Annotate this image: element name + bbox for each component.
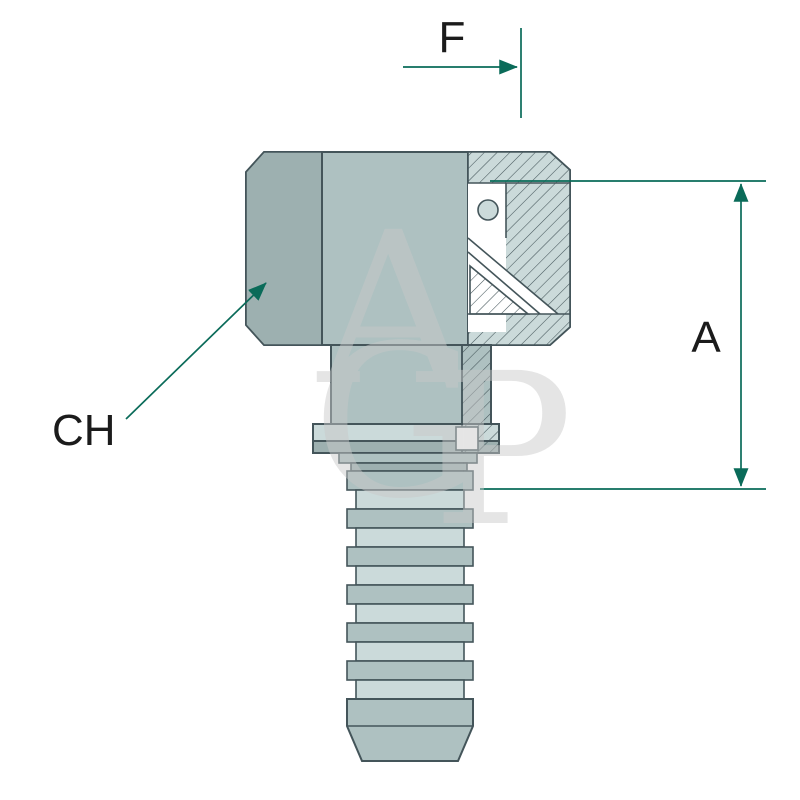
barb-groove — [355, 489, 465, 510]
barb-groove — [355, 527, 465, 548]
barb-groove — [355, 679, 465, 700]
dimension-f: F — [403, 13, 522, 118]
nut-cross-section — [467, 151, 571, 346]
barb-rib — [346, 584, 474, 605]
cone-seat-line-2 — [467, 251, 541, 315]
shank-and-collar — [312, 344, 500, 472]
barb-rib — [346, 546, 474, 567]
cone-seat-line — [467, 237, 559, 315]
collar-notch — [455, 426, 479, 451]
barb-rib — [346, 470, 474, 491]
leader-ch-label: CH — [52, 406, 116, 455]
barb-rib — [346, 622, 474, 643]
barb-rib — [346, 660, 474, 681]
dimension-f-label: F — [439, 13, 466, 62]
hex-nut-left-facet — [245, 151, 323, 346]
barb-tip — [346, 698, 474, 762]
barb-groove — [355, 603, 465, 624]
barb-groove — [355, 565, 465, 586]
barb-rib — [346, 508, 474, 529]
dimension-a: A — [480, 180, 766, 490]
ball-detail — [477, 199, 499, 221]
leader-ch-line — [125, 282, 267, 420]
shank-section-hatch — [461, 344, 492, 425]
neck-band-1 — [338, 452, 478, 464]
neck-band-2 — [350, 462, 468, 472]
hose-barb — [346, 470, 474, 762]
barb-groove — [355, 641, 465, 662]
leader-ch: CH — [52, 282, 267, 455]
dimension-a-label: A — [691, 313, 721, 362]
